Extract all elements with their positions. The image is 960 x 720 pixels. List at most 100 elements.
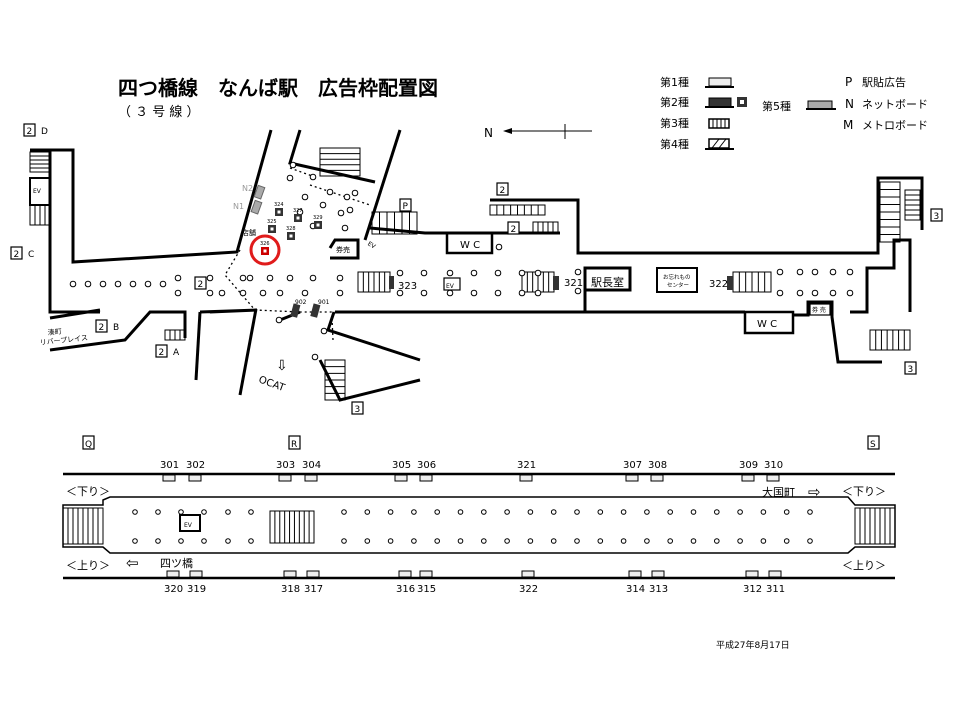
platform-ad-311[interactable] xyxy=(768,570,782,578)
platform-ad-321[interactable] xyxy=(519,474,533,482)
staircase xyxy=(319,147,361,177)
ticket-label: 券売 xyxy=(336,245,350,254)
platform-ad-304[interactable] xyxy=(304,474,318,482)
pillar xyxy=(446,269,454,277)
ad-322-block[interactable] xyxy=(727,276,733,290)
platform-pillar xyxy=(760,509,767,515)
platform-pillar xyxy=(132,509,138,515)
ad-321-block[interactable] xyxy=(553,276,559,290)
platform-ad-312[interactable] xyxy=(745,570,759,578)
platform-pillar xyxy=(527,509,534,515)
type3-icon xyxy=(708,118,730,129)
platform-ev-box xyxy=(179,514,201,532)
pillar xyxy=(337,209,345,217)
pillar xyxy=(246,274,254,282)
platform-pillar xyxy=(504,538,510,544)
pillar xyxy=(470,269,478,277)
concourse-walls xyxy=(29,129,924,402)
platform-ad-320[interactable] xyxy=(166,570,180,578)
platform-pillar xyxy=(550,509,557,515)
platform-pillar xyxy=(225,538,231,544)
exit-ne2-box[interactable] xyxy=(507,221,520,235)
platform-ad-322[interactable] xyxy=(521,570,535,578)
platform-ad-301[interactable] xyxy=(162,474,176,482)
exit-e2-box[interactable] xyxy=(904,361,917,375)
staircase xyxy=(869,329,911,351)
platform-ad-305[interactable] xyxy=(394,474,408,482)
exit-ne1-box[interactable] xyxy=(496,182,509,196)
stairs xyxy=(29,147,921,401)
ev-label-2: EV xyxy=(446,283,455,290)
right-arrow-icon: ⇨ xyxy=(808,483,821,501)
legend-type1-label: 第1種 xyxy=(660,75,689,89)
platform-ad-315[interactable] xyxy=(419,570,433,578)
exit-c-letter: C xyxy=(28,250,34,260)
pillar xyxy=(319,201,327,209)
type5-icon xyxy=(806,100,836,110)
exit-e3-box[interactable] xyxy=(351,401,364,415)
exit-e1-box[interactable] xyxy=(930,208,943,222)
ad-323-block[interactable] xyxy=(389,276,394,289)
platform-pillar xyxy=(411,509,417,515)
shop-label: 店舗 xyxy=(242,228,256,237)
pillar xyxy=(326,188,334,196)
exit-q-label: Q xyxy=(85,440,92,450)
pillar xyxy=(420,289,428,297)
ad-321-label: 321 xyxy=(564,278,583,289)
legend-type4-label: 第4種 xyxy=(660,137,689,151)
exit-c-box[interactable] xyxy=(10,246,23,260)
pillar xyxy=(84,280,92,288)
ad-n2[interactable] xyxy=(253,184,266,200)
platform-ad-309[interactable] xyxy=(741,474,755,482)
pillar xyxy=(174,274,182,282)
exit-b-box[interactable] xyxy=(95,319,108,333)
platform-pillar xyxy=(807,538,813,544)
platform-ad-306[interactable] xyxy=(419,474,433,482)
platform-pillar xyxy=(155,538,161,544)
exit-p-box[interactable] xyxy=(399,198,412,212)
platform-ad-303[interactable] xyxy=(278,474,292,482)
platform-ad-label: 321 xyxy=(517,460,536,471)
platform-ad-308[interactable] xyxy=(650,474,664,482)
platform-ad-318[interactable] xyxy=(283,570,297,578)
pillar xyxy=(174,289,182,297)
platform-pillar xyxy=(225,509,231,515)
ad-901[interactable] xyxy=(310,303,321,318)
ticket-label-2: 券 売 xyxy=(812,306,826,314)
platform-ad-label: 316 xyxy=(396,584,415,595)
ad-square-center xyxy=(289,234,293,238)
ad-326-label: 326 xyxy=(260,241,270,247)
platform-ad-316[interactable] xyxy=(398,570,412,578)
platform-ad-319[interactable] xyxy=(189,570,203,578)
platform-ad-label: 312 xyxy=(743,584,762,595)
ad-n1[interactable] xyxy=(250,199,263,215)
ticket-box xyxy=(809,303,831,316)
platform-ad-label: 308 xyxy=(648,460,667,471)
ad-901-label: 901 xyxy=(318,299,330,306)
platform-pillar xyxy=(737,509,743,515)
ad-902[interactable] xyxy=(290,303,301,318)
platform-ad-302[interactable] xyxy=(188,474,202,482)
pillar xyxy=(206,289,214,297)
pillar xyxy=(534,289,542,297)
exit-mid-box[interactable] xyxy=(194,276,207,290)
pillar xyxy=(796,289,804,297)
pillar xyxy=(494,269,502,277)
ad-square-center xyxy=(270,227,274,231)
platform-ad-317[interactable] xyxy=(306,570,320,578)
exit-mid-number: 2 xyxy=(198,280,204,290)
platform-ad-307[interactable] xyxy=(625,474,639,482)
platform-ad-313[interactable] xyxy=(651,570,665,578)
exit-d-box[interactable] xyxy=(23,123,36,137)
pillar xyxy=(396,269,404,277)
pillar xyxy=(311,353,319,361)
compass-north-label: N xyxy=(484,126,493,140)
platform-pillar xyxy=(341,509,347,515)
platform-pillar xyxy=(574,538,580,544)
exit-a-box[interactable] xyxy=(155,344,168,358)
platform-ad-314[interactable] xyxy=(628,570,642,578)
platform-pillar xyxy=(783,538,790,544)
platform-ad-310[interactable] xyxy=(766,474,780,482)
